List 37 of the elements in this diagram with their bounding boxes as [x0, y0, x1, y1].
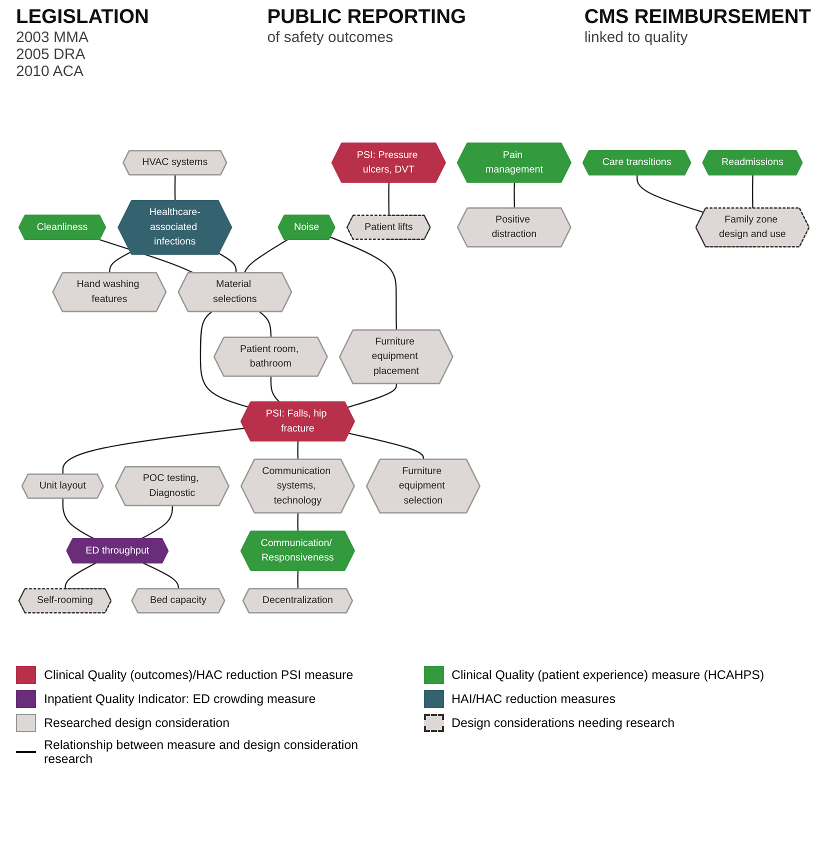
legend-text: Researched design consideration [44, 716, 230, 730]
legend-text: Inpatient Quality Indicator: ED crowding measure [44, 692, 316, 706]
legend-text: Clinical Quality (outcomes)/HAC reduction PSI measure [44, 668, 354, 682]
connector [346, 384, 397, 408]
connector [174, 175, 176, 201]
connector [388, 182, 390, 216]
legend-text: Clinical Quality (patient experience) measure (HCAHPS) [452, 668, 764, 682]
connector [330, 236, 397, 330]
connector [751, 175, 753, 208]
legend-text: Design considerations needing research [452, 716, 675, 730]
connector [636, 175, 704, 214]
heading: LEGISLATION [16, 6, 149, 29]
connector [199, 311, 248, 408]
connector [62, 498, 95, 540]
connector [218, 252, 236, 273]
connector [258, 311, 272, 338]
connector [243, 239, 288, 274]
subheading: 2005 DRA [16, 46, 86, 63]
connector [62, 428, 244, 474]
subheading: linked to quality [584, 29, 688, 46]
connector [140, 506, 173, 540]
connector [142, 562, 179, 589]
connector [296, 441, 298, 460]
connector [296, 513, 298, 532]
connector [513, 182, 515, 208]
subheading: 2010 ACA [16, 63, 84, 80]
connector [108, 252, 131, 273]
connector [348, 432, 424, 460]
connector [296, 570, 298, 589]
connector [270, 376, 280, 403]
subheading: of safety outcomes [267, 29, 394, 46]
legend-text: Relationship between measure and design consideration research [44, 738, 360, 766]
connector [64, 562, 96, 589]
legend-text: HAI/HAC reduction measures [452, 692, 616, 706]
heading: CMS REIMBURSEMENT [584, 6, 811, 29]
subheading: 2003 MMA [16, 29, 89, 46]
heading: PUBLIC REPORTING [267, 6, 466, 29]
